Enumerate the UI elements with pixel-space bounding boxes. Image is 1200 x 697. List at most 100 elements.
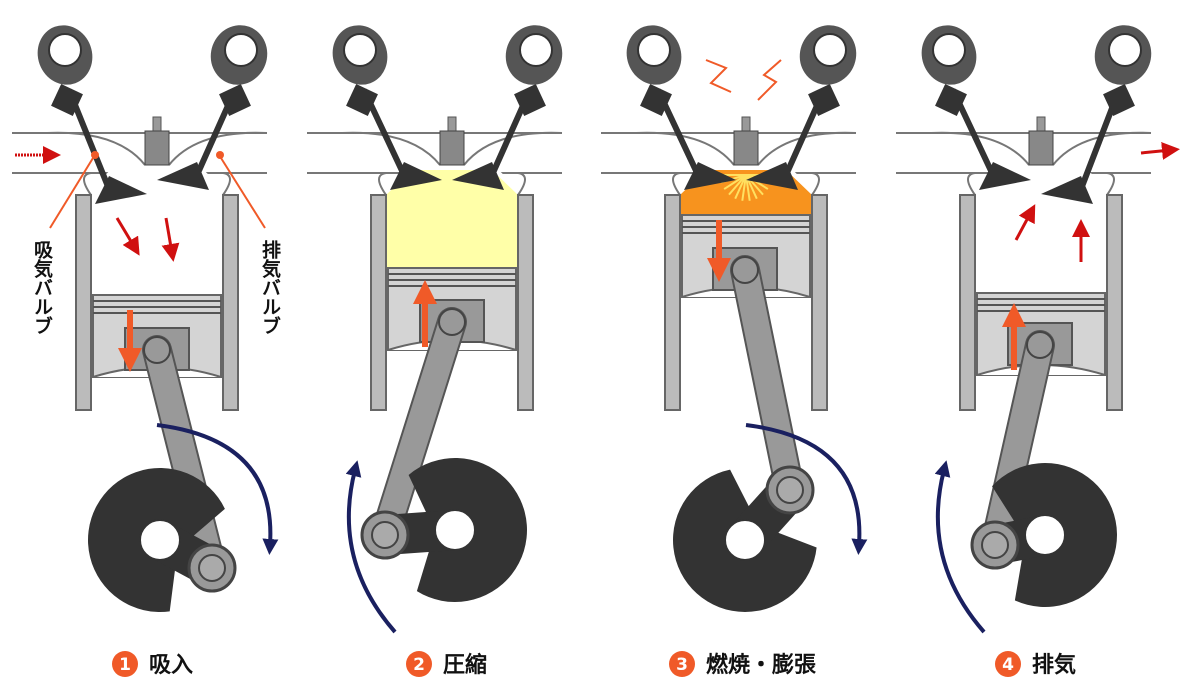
spark-plug bbox=[144, 130, 170, 166]
air-flow-arrow bbox=[115, 217, 140, 256]
crankshaft-journal bbox=[434, 509, 476, 551]
step-number-badge bbox=[669, 651, 695, 677]
intake-valve-head bbox=[684, 162, 736, 190]
spark-ray bbox=[723, 174, 747, 190]
crankshaft-journal bbox=[1024, 514, 1066, 556]
spark-plug bbox=[733, 130, 759, 166]
exhaust-port-curve bbox=[757, 131, 857, 166]
engine-panel-2 bbox=[307, 25, 563, 634]
exhaust-camshaft bbox=[1108, 33, 1142, 67]
step-number-badge bbox=[995, 651, 1021, 677]
spark-ray bbox=[741, 174, 747, 201]
port-lip bbox=[378, 172, 387, 196]
exhaust-camshaft bbox=[813, 33, 847, 67]
piston-pin bbox=[731, 256, 759, 284]
step-number: 4 bbox=[1002, 655, 1014, 675]
intake-camshaft bbox=[343, 33, 377, 67]
connecting-rod bbox=[982, 332, 1053, 558]
spark-zigzag bbox=[705, 59, 732, 93]
connecting-rod bbox=[372, 309, 465, 548]
piston-pin bbox=[143, 336, 171, 364]
spark-zigzag bbox=[757, 59, 782, 101]
intake-tappet bbox=[935, 84, 967, 116]
cylinder-wall-left bbox=[664, 194, 681, 411]
intake-valve-head bbox=[95, 176, 147, 204]
spark-plug-tip bbox=[741, 116, 751, 132]
crank-pin-center bbox=[981, 531, 1009, 559]
spark-plug bbox=[439, 130, 465, 166]
cylinder-wall-right bbox=[517, 194, 534, 411]
intake-valve-label: 吸気バルブ bbox=[31, 240, 53, 335]
rotation-arrow-clockwise bbox=[745, 423, 868, 555]
rotation-arrow-counterclockwise bbox=[934, 460, 986, 634]
exhaust-port-curve bbox=[1052, 131, 1152, 166]
spark-plug-tip bbox=[1036, 116, 1046, 132]
intake-tappet bbox=[640, 84, 672, 116]
connecting-rod bbox=[144, 337, 225, 581]
port-lip bbox=[811, 172, 820, 196]
cylinder-wall-left bbox=[959, 194, 976, 411]
port-lip bbox=[83, 172, 92, 196]
step-label: 吸入 bbox=[149, 653, 193, 678]
exhaust-port-curve bbox=[463, 131, 563, 166]
exhaust-valve-head bbox=[746, 162, 798, 190]
crank-pin-center bbox=[198, 554, 226, 582]
intake-tappet bbox=[346, 84, 378, 116]
exhaust-valve-head bbox=[452, 162, 504, 190]
step-number: 1 bbox=[119, 655, 131, 675]
engine-panel-4 bbox=[896, 25, 1180, 634]
exhaust-tappet bbox=[219, 84, 251, 116]
exhaust-camshaft bbox=[224, 33, 258, 67]
step-caption-1: 1 吸入 bbox=[112, 651, 193, 678]
crank-pin-center bbox=[776, 476, 804, 504]
exhaust-tappet bbox=[808, 84, 840, 116]
spark-plug-tip bbox=[447, 116, 457, 132]
spark-plug bbox=[1028, 130, 1054, 166]
connecting-rod bbox=[732, 257, 803, 503]
exhaust-valve-head bbox=[157, 162, 209, 190]
exhaust-valve-head bbox=[1041, 176, 1093, 204]
intake-tappet bbox=[51, 84, 83, 116]
spark-ray bbox=[734, 174, 747, 200]
intake-valve-head bbox=[390, 162, 442, 190]
spark-ray bbox=[745, 174, 764, 196]
exhaust-flow-arrow bbox=[1014, 204, 1036, 241]
step-number-badge bbox=[406, 651, 432, 677]
step-label: 燃焼・膨張 bbox=[706, 652, 817, 678]
step-number-badge bbox=[112, 651, 138, 677]
intake-camshaft bbox=[637, 33, 671, 67]
intake-camshaft bbox=[48, 33, 82, 67]
cylinder-wall-right bbox=[222, 194, 239, 411]
air-flow-arrow bbox=[161, 217, 180, 262]
step-label: 圧縮 bbox=[443, 652, 487, 678]
engine-panel-1 bbox=[12, 25, 279, 612]
spark-ray bbox=[745, 174, 751, 201]
cylinder-wall-right bbox=[811, 194, 828, 411]
exhaust-tappet bbox=[514, 84, 546, 116]
cylinder-wall-right bbox=[1106, 194, 1123, 411]
intake-port-curve bbox=[341, 131, 441, 166]
exhaust-valve-pointer bbox=[220, 157, 266, 229]
exhaust-port-curve bbox=[168, 131, 268, 166]
spark-plug-tip bbox=[152, 116, 162, 132]
rotation-arrow-counterclockwise bbox=[345, 460, 397, 634]
step-label: 排気 bbox=[1032, 652, 1076, 678]
port-lip bbox=[967, 172, 976, 196]
step-caption-4: 4 排気 bbox=[995, 651, 1076, 678]
port-lip bbox=[1106, 172, 1115, 196]
valve-labels: 吸気バルブ 排気バルブ bbox=[31, 151, 281, 335]
intake-valve-pointer bbox=[49, 157, 94, 229]
step-number: 2 bbox=[413, 655, 425, 675]
cylinder-wall-left bbox=[370, 194, 387, 411]
step-number: 3 bbox=[676, 655, 688, 675]
port-lip bbox=[222, 172, 231, 196]
crankshaft-journal bbox=[724, 519, 766, 561]
intake-port-curve bbox=[930, 131, 1030, 166]
intake-camshaft bbox=[932, 33, 966, 67]
intake-port-curve bbox=[46, 131, 146, 166]
intake-valve-pointer-dot bbox=[91, 151, 99, 159]
piston-pin bbox=[438, 308, 466, 336]
port-lip bbox=[517, 172, 526, 196]
cylinder-wall-left bbox=[75, 194, 92, 411]
